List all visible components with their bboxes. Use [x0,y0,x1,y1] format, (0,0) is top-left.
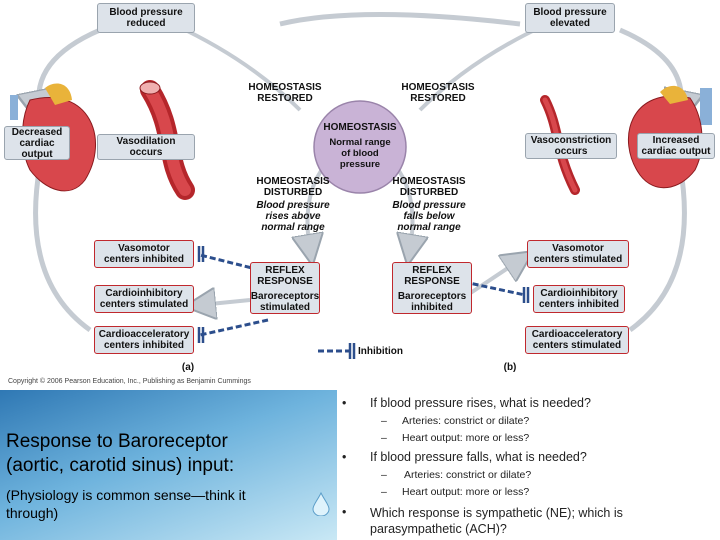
cardioinhibitory-inhibited-label: Cardioinhibitory centers inhibited [538,288,619,310]
bp-rises-note: Blood pressure rises above normal range [256,200,330,233]
cardioacceleratory-inhibited-label: Cardioacceleratory centers inhibited [98,329,190,351]
vasodilation-label: Vasodilation occurs [116,136,176,158]
bullet-sympathetic-question: Which response is sympathetic (NE); whic… [370,506,623,536]
increased-cardiac-output-label: Increased cardiac output [641,135,711,157]
cardioinhibitory-inhibited-box: Cardioinhibitory centers inhibited [533,285,625,313]
dash-marker: – [381,415,387,427]
slide-title-line-1: Response to Baroreceptor [6,431,228,452]
bullet-marker-2: • [342,450,347,464]
homeostasis-disturbed-right: HOMEOSTASIS DISTURBED [392,176,466,198]
vasomotor-inhibited-label: Vasomotor centers inhibited [103,243,184,265]
baroreceptors-stimulated-label: Baroreceptors stimulated [250,291,320,313]
homeostasis-title: HOMEOSTASIS [323,122,397,133]
slide-subtitle-line-1: (Physiology is common sense—think it [6,487,246,503]
bp-elevated-label: Blood pressure elevated [533,7,607,29]
bullet-marker-1: • [342,396,347,410]
vasomotor-inhibited-box: Vasomotor centers inhibited [94,240,194,268]
vasoconstriction-box: Vasoconstriction occurs [525,133,617,159]
dash-marker: – [381,469,387,481]
vasoconstriction-label: Vasoconstriction occurs [530,135,612,157]
panel-b-label: (b) [503,362,517,373]
arrow-restored-left [174,23,302,112]
homeostasis-body: Normal range of blood pressure [329,137,391,170]
vasodilation-box: Vasodilation occurs [97,134,195,160]
bp-reduced-box: Blood pressure reduced [97,3,195,33]
reflex-response-right-box: REFLEX RESPONSE Baroreceptors inhibited [392,262,472,314]
bullet-bp-rises: If blood pressure rises, what is needed? [370,396,591,410]
arrow-right-lower [628,164,687,333]
reflex-response-left-title: REFLEX RESPONSE [257,265,313,287]
vasomotor-stimulated-label: Vasomotor centers stimulated [533,243,623,265]
cardioinhibitory-stimulated-box: Cardioinhibitory centers stimulated [94,285,194,313]
bullet-marker-3: • [342,505,347,519]
copyright-notice: Copyright © 2006 Pearson Education, Inc.… [8,378,251,385]
sub-bullet-heart-1: Heart output: more or less? [402,432,530,444]
cardioacceleratory-stimulated-label: Cardioacceleratory centers stimulated [531,329,623,351]
sub-bullet-arteries-2: Arteries: constrict or dilate? [404,469,532,481]
inhibition-bars [197,246,530,359]
reflex-response-left-box: REFLEX RESPONSE Baroreceptors stimulated [250,262,320,314]
decreased-cardiac-output-box: Decreased cardiac output [4,126,70,160]
slide-subtitle-line-2: through) [6,505,59,521]
reflex-response-right-title: REFLEX RESPONSE [404,265,460,287]
bp-falls-note: Blood pressure falls below normal range [392,200,466,233]
arrow-restored-right [418,23,546,112]
inhibition-legend-label: Inhibition [358,346,403,357]
cardioacceleratory-stimulated-box: Cardioacceleratory centers stimulated [525,326,629,354]
bullet-bp-falls: If blood pressure falls, what is needed? [370,450,587,464]
bp-elevated-box: Blood pressure elevated [525,3,615,33]
slide-title-panel: Response to Baroreceptor (aortic, caroti… [0,390,337,540]
slide-text-area: Response to Baroreceptor (aortic, caroti… [0,390,720,540]
bp-reduced-label: Blood pressure reduced [109,7,183,29]
homeostasis-restored-right: HOMEOSTASIS RESTORED [401,82,475,104]
cardioinhibitory-stimulated-label: Cardioinhibitory centers stimulated [99,288,189,310]
water-drop-icon [312,492,330,516]
vasomotor-stimulated-box: Vasomotor centers stimulated [527,240,629,268]
slide-title: Response to Baroreceptor (aortic, caroti… [6,430,234,478]
arrow-top [279,12,521,27]
dash-marker: – [381,432,387,444]
increased-cardiac-output-box: Increased cardiac output [637,133,715,159]
sub-bullet-arteries-1: Arteries: constrict or dilate? [402,415,530,427]
slide-title-line-2: (aortic, carotid sinus) input: [6,455,235,476]
homeostasis-restored-left: HOMEOSTASIS RESTORED [248,82,322,104]
slide-subtitle: (Physiology is common sense—think it thr… [6,486,246,522]
homeostasis-circle [313,100,407,194]
inhibition-lines [199,253,526,353]
dash-marker: – [381,486,387,498]
decreased-cardiac-output-label: Decreased cardiac output [11,126,63,160]
arrow-left-lower [33,164,92,333]
baroreceptor-reflex-diagram: Blood pressure reduced Blood pressure el… [4,3,715,385]
homeostasis-disturbed-left: HOMEOSTASIS DISTURBED [256,176,330,198]
arrow-reflex-left [200,300,251,305]
slide-bullets-panel: • If blood pressure rises, what is neede… [337,390,720,540]
sub-bullet-heart-2: Heart output: more or less? [402,486,530,498]
panel-a-label: (a) [181,362,195,373]
cardioacceleratory-inhibited-box: Cardioacceleratory centers inhibited [94,326,194,354]
baroreceptors-inhibited-label: Baroreceptors inhibited [397,291,467,313]
